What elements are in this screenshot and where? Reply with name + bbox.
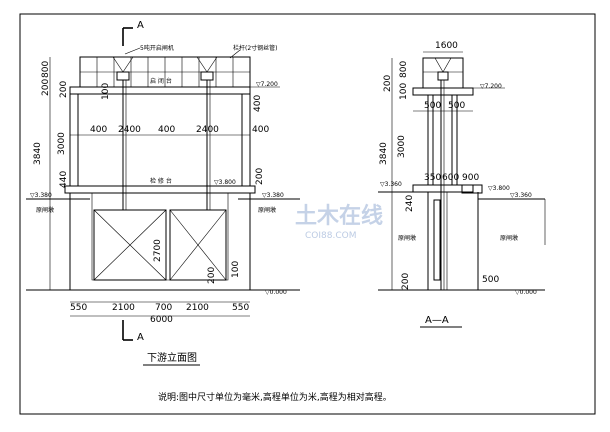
section-mark-bottom-label: A: [137, 332, 144, 343]
section-dim-v-3000: 3000: [397, 135, 407, 158]
rail-label: 栏杆(2寸钢丝管): [233, 44, 278, 52]
hoist-right: [196, 56, 218, 81]
dim-v-3840: 3840: [33, 142, 43, 165]
dim-v-200a: 200: [41, 79, 51, 96]
section-bank-right-label: 原闸墩: [500, 234, 518, 242]
section-dim-240: 240: [405, 195, 415, 212]
operating-platform-label: 检 修 台: [150, 177, 172, 185]
hoist-frame-grid: [96, 57, 234, 87]
section-elev-right: ▽3.360: [510, 192, 532, 199]
dim-v-100: 100: [101, 83, 111, 100]
section-elev-mid-box: [461, 184, 483, 194]
section-hoist-a: [434, 57, 444, 73]
column-right: [241, 93, 251, 187]
dim-b-2100b: 2100: [186, 303, 209, 313]
dim-b-550b: 550: [232, 303, 249, 313]
gate-leaf-right: [169, 209, 227, 281]
section-hoist-frame: [422, 57, 464, 89]
section-dim-v-100: 100: [399, 83, 409, 100]
section-elev-mid: ▽3.800: [488, 185, 510, 192]
dim-b-700: 700: [155, 303, 172, 313]
downstream-elevation: A 5吨开启闸机 栏杆(2寸钢丝管): [26, 20, 300, 366]
section-dim-v-800: 800: [399, 61, 409, 78]
watermark-text: 土木在线: [295, 203, 383, 229]
rail-leader: [229, 49, 241, 59]
section-bank-left: [378, 191, 429, 290]
elev-bottom: ▽0.000: [265, 289, 287, 296]
section-hoist-box: [437, 71, 449, 81]
section-elev-left: ▽3.360: [380, 181, 402, 188]
dim-v-800: 800: [41, 61, 51, 78]
dim-v-440: 440: [59, 171, 69, 188]
dim-100-inner: 100: [231, 261, 241, 278]
section-dim-v-3840: 3840: [379, 142, 389, 165]
dim-h-5: 400: [252, 125, 269, 135]
section-hoist-b: [442, 57, 452, 73]
dim-h-1: 400: [90, 125, 107, 135]
winch-platform: [69, 86, 251, 95]
section-dim-900: 900: [462, 173, 479, 183]
section-operating-slab: [412, 184, 474, 193]
column-left: [69, 93, 79, 187]
section-mark-top-label: A: [137, 20, 144, 31]
gate-leaf-right-x2: [169, 209, 227, 281]
dim-b-2100a: 2100: [112, 303, 135, 313]
dim-v-r-400: 400: [253, 95, 263, 112]
dim-total: 6000: [150, 315, 173, 325]
section-winch-slab: [412, 87, 474, 96]
section-dim-v-200: 200: [383, 75, 393, 92]
drawing-frame: [19, 13, 596, 415]
dim-h-2: 2400: [118, 125, 141, 135]
hoist-leader: [124, 47, 141, 55]
bank-right-label: 原闸墩: [258, 206, 276, 214]
gate-leaf-left-x2: [93, 209, 167, 281]
dim-200-inner: 200: [207, 267, 217, 284]
section-dim-600: 600: [442, 173, 459, 183]
dim-b-550a: 550: [70, 303, 87, 313]
section-elev-top: ▽7.200: [480, 83, 502, 90]
hoist-left: [112, 56, 134, 81]
left-title: 下游立面图: [147, 351, 197, 364]
watermark: 土木在线 COI88.COM: [295, 203, 383, 241]
elev-mid: ▽3.800: [214, 179, 236, 186]
operating-platform: [64, 185, 256, 194]
gate-leaf-left: [93, 209, 167, 281]
section-a-a: 1600 ▽7.200 500 500 350 600 900 ▽3.800 原…: [378, 41, 546, 328]
dim-v-3000: 3000: [57, 132, 67, 155]
note: 说明:图中尺寸单位为毫米,高程单位为米,高程为相对高程。: [158, 391, 392, 403]
section-elev-bottom: ▽0.000: [515, 289, 537, 296]
bank-left-label: 原闸墩: [36, 206, 54, 214]
elev-left: ▽3.380: [30, 192, 52, 199]
section-dim-500: 500: [482, 275, 499, 285]
elev-right: ▽3.380: [262, 192, 284, 199]
dim-v-200b: 200: [59, 81, 69, 98]
section-dim-200: 200: [401, 273, 411, 290]
dim-top-1600: 1600: [435, 41, 458, 51]
dim-h-4: 2400: [196, 125, 219, 135]
dim-2700: 2700: [153, 239, 163, 262]
watermark-sub: COI88.COM: [305, 231, 356, 241]
section-bank-left-label: 原闸墩: [398, 234, 416, 242]
hoist-label: 5吨开启闸机: [140, 44, 174, 52]
winch-platform-label: 启 闭 台: [150, 77, 172, 85]
section-dim-350: 350: [424, 173, 441, 183]
elev-top: ▽7.200: [256, 81, 278, 88]
section-title: A—A: [425, 315, 449, 326]
dim-v-r-200: 200: [255, 168, 265, 185]
dim-h-3: 400: [158, 125, 175, 135]
section-gate: [433, 199, 441, 281]
